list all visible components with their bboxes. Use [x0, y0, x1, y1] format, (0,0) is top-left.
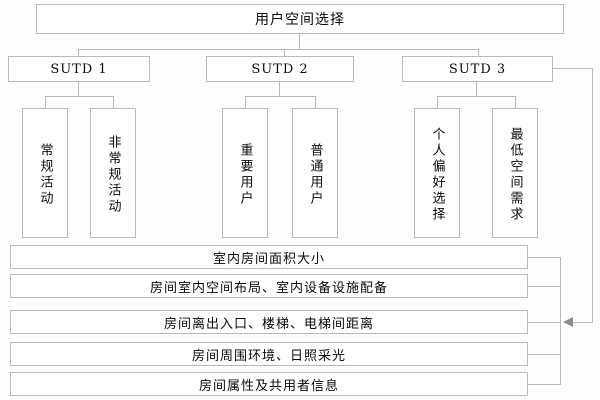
root-node-user-space-selection: 用户空间选择 — [36, 4, 564, 34]
connector-sutd2-bus — [245, 96, 315, 97]
attribute-row-layout-equipment: 房间室内空间布局、室内设备设施配备 — [10, 274, 528, 298]
connector-sutd1-drop-a — [45, 96, 46, 108]
node-ordinary-user-label: 普通用户 — [307, 143, 323, 207]
connector-attr-stub-2 — [528, 286, 561, 287]
connector-attr-collector-bus — [560, 257, 561, 385]
connector-sutd3-feedback-out — [553, 68, 593, 69]
connector-level2-drop-3 — [478, 49, 479, 57]
connector-sutd2-stem — [279, 82, 280, 97]
node-sutd-3: SUTD 3 — [402, 56, 553, 82]
connector-attr-stub-5 — [528, 384, 561, 385]
connector-attr-stub-1 — [528, 257, 561, 258]
node-irregular-activity-label: 非常规活动 — [105, 135, 121, 215]
node-ordinary-user: 普通用户 — [292, 108, 338, 238]
attribute-row-room-attributes-sharers: 房间属性及共用者信息 — [10, 372, 528, 396]
connector-level2-drop-2 — [284, 49, 285, 57]
node-sutd-1: SUTD 1 — [8, 56, 150, 82]
connector-sutd3-drop-a — [437, 96, 438, 108]
node-regular-activity: 常规活动 — [22, 108, 68, 238]
connector-sutd1-bus — [45, 96, 113, 97]
node-regular-activity-label: 常规活动 — [37, 143, 53, 207]
connector-level2-drop-1 — [78, 49, 79, 57]
node-important-user-label: 重要用户 — [237, 143, 253, 207]
connector-sutd1-stem — [78, 82, 79, 97]
attribute-row-room-area-label: 室内房间面积大小 — [212, 251, 325, 267]
connector-feedback-into-attrs — [573, 322, 593, 323]
connector-root-stem — [299, 34, 300, 50]
connector-sutd3-bus — [437, 96, 515, 97]
connector-sutd3-stem — [476, 82, 477, 97]
root-node-label: 用户空间选择 — [255, 12, 345, 28]
attribute-row-distance-entrance-stairs-elevator-label: 房间离出入口、楼梯、电梯间距离 — [163, 316, 374, 332]
node-sutd-2: SUTD 2 — [206, 56, 354, 82]
connector-level2-bus — [78, 49, 478, 50]
node-irregular-activity: 非常规活动 — [90, 108, 136, 238]
connector-right-edge-bus — [592, 68, 593, 322]
node-sutd-3-label: SUTD 3 — [448, 61, 507, 77]
attribute-row-surroundings-daylight: 房间周围环境、日照采光 — [10, 342, 528, 366]
connector-attr-stub-3 — [528, 322, 561, 323]
attribute-row-distance-entrance-stairs-elevator: 房间离出入口、楼梯、电梯间距离 — [10, 310, 528, 334]
node-personal-preference-label: 个人偏好选择 — [429, 127, 445, 223]
connector-sutd1-drop-b — [113, 96, 114, 108]
arrow-head-left-icon — [563, 317, 573, 327]
connector-sutd2-drop-b — [315, 96, 316, 108]
node-personal-preference: 个人偏好选择 — [414, 108, 460, 238]
node-minimum-space-demand-label: 最低空间需求 — [507, 127, 523, 223]
attribute-row-surroundings-daylight-label: 房间周围环境、日照采光 — [191, 348, 346, 364]
node-important-user: 重要用户 — [222, 108, 268, 238]
node-sutd-1-label: SUTD 1 — [50, 61, 108, 77]
attribute-row-room-attributes-sharers-label: 房间属性及共用者信息 — [198, 378, 339, 394]
connector-attr-stub-4 — [528, 354, 561, 355]
connector-sutd3-drop-b — [515, 96, 516, 108]
node-sutd-2-label: SUTD 2 — [251, 61, 309, 77]
attribute-row-layout-equipment-label: 房间室内空间布局、室内设备设施配备 — [149, 280, 388, 296]
connector-sutd2-drop-a — [245, 96, 246, 108]
attribute-row-room-area: 室内房间面积大小 — [10, 245, 528, 269]
node-minimum-space-demand: 最低空间需求 — [492, 108, 538, 238]
